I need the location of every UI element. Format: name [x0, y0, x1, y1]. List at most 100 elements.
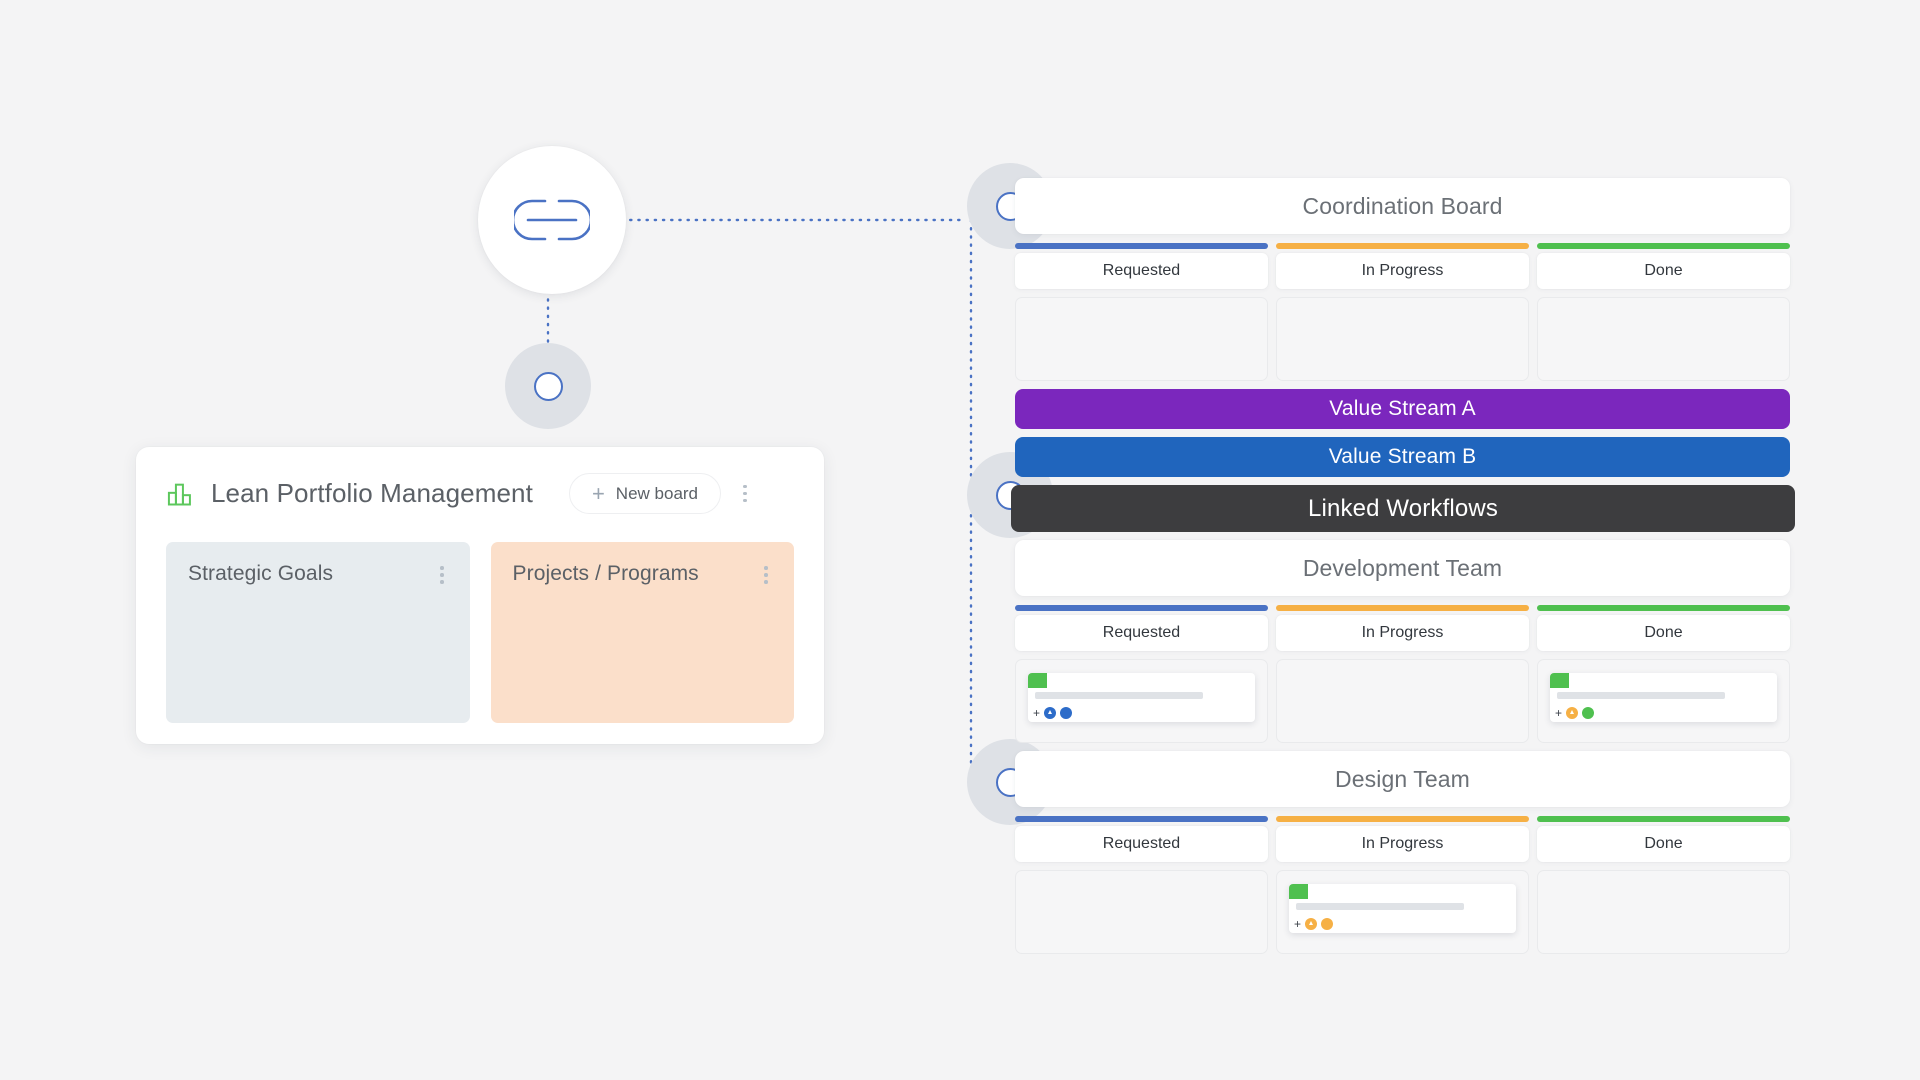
ticket-label-chip	[1550, 673, 1569, 688]
kebab-dot-icon	[743, 498, 747, 503]
column-headers-development-team: Requested In Progress Done	[1015, 615, 1790, 651]
portfolio-column-strategic-goals[interactable]: Strategic Goals	[166, 542, 470, 723]
node-dot-icon	[533, 371, 563, 401]
ticket-text-placeholder	[1296, 903, 1465, 910]
column-accent-bars	[1015, 816, 1790, 822]
column-label: Strategic Goals	[188, 562, 334, 585]
ticket-footer: +	[1289, 914, 1516, 933]
avatar	[1044, 706, 1057, 719]
ticket-footer: +	[1550, 703, 1777, 722]
column-overflow-menu-button[interactable]	[436, 562, 448, 588]
ticket-add-icon[interactable]: +	[1555, 705, 1563, 720]
column-header-requested[interactable]: Requested	[1015, 253, 1268, 289]
add-new-board-button[interactable]: + New board	[568, 473, 722, 514]
accent-in-progress	[1276, 816, 1529, 822]
lane-cell-done[interactable]	[1537, 297, 1790, 381]
portfolio-columns: Strategic Goals Projects / Programs	[136, 514, 824, 723]
ticket-label-chip	[1028, 673, 1047, 688]
column-header-done[interactable]: Done	[1537, 253, 1790, 289]
value-stream-a-label: Value Stream A	[1329, 397, 1476, 420]
kebab-dot-icon	[743, 484, 747, 489]
column-headers-coordination: Requested In Progress Done	[1015, 253, 1790, 289]
kebab-dot-icon	[439, 566, 444, 570]
column-header-requested[interactable]: Requested	[1015, 615, 1268, 651]
page-title: Lean Portfolio Management	[211, 478, 533, 508]
lean-portfolio-management-card: Lean Portfolio Management + New board St…	[136, 447, 824, 744]
lane-cell-requested[interactable]	[1015, 870, 1268, 954]
hub-node[interactable]	[478, 146, 626, 294]
ticket-footer: +	[1028, 703, 1255, 722]
kebab-dot-icon	[764, 566, 768, 570]
ticket-text-placeholder-row	[1289, 899, 1516, 914]
column-headers-design-team: Requested In Progress Done	[1015, 826, 1790, 862]
accent-requested	[1015, 243, 1268, 249]
swimlane-design-team: +	[1015, 870, 1790, 954]
lane-cell-done[interactable]: +	[1537, 659, 1790, 743]
column-label: Projects / Programs	[512, 562, 699, 585]
value-stream-b-label: Value Stream B	[1328, 445, 1477, 468]
ticket-text-placeholder-row	[1550, 688, 1777, 703]
avatar	[1060, 706, 1073, 719]
accent-in-progress	[1276, 243, 1529, 249]
column-header-in-progress[interactable]: In Progress	[1276, 826, 1529, 862]
board-stack: Coordination Board Requested In Progress…	[1011, 178, 1795, 954]
column-header-done[interactable]: Done	[1537, 826, 1790, 862]
value-stream-a-bar[interactable]: Value Stream A	[1015, 389, 1790, 429]
portfolio-column-projects-programs[interactable]: Projects / Programs	[490, 542, 794, 723]
accent-done	[1537, 243, 1790, 249]
link-icon	[514, 199, 590, 241]
kebab-dot-icon	[764, 580, 768, 584]
column-header-requested[interactable]: Requested	[1015, 826, 1268, 862]
lane-cell-in-progress[interactable]	[1276, 659, 1529, 743]
accent-in-progress	[1276, 605, 1529, 611]
kebab-dot-icon	[439, 580, 444, 584]
column-header-in-progress[interactable]: In Progress	[1276, 615, 1529, 651]
accent-done	[1537, 605, 1790, 611]
ticket-card[interactable]: +	[1289, 884, 1516, 933]
avatar	[1566, 706, 1579, 719]
graph-node-secondary[interactable]	[505, 343, 591, 429]
ticket-card[interactable]: +	[1028, 673, 1255, 722]
ticket-card[interactable]: +	[1550, 673, 1777, 722]
card-overflow-menu-button[interactable]	[739, 481, 751, 507]
accent-requested	[1015, 816, 1268, 822]
avatar	[1305, 917, 1318, 930]
value-stream-b-bar[interactable]: Value Stream B	[1015, 437, 1790, 477]
avatar	[1582, 706, 1595, 719]
lane-cell-in-progress[interactable]: +	[1276, 870, 1529, 954]
ticket-text-placeholder	[1035, 692, 1204, 699]
swimlane-coordination	[1015, 297, 1790, 381]
column-header-in-progress[interactable]: In Progress	[1276, 253, 1529, 289]
lane-cell-requested[interactable]	[1015, 297, 1268, 381]
linked-workflows-bar[interactable]: Linked Workflows	[1011, 485, 1795, 532]
ticket-chip-row	[1289, 884, 1516, 899]
column-header-done[interactable]: Done	[1537, 615, 1790, 651]
kebab-dot-icon	[743, 491, 747, 496]
plus-icon: +	[591, 480, 605, 506]
ticket-text-placeholder-row	[1028, 688, 1255, 703]
ticket-add-icon[interactable]: +	[1294, 916, 1302, 931]
avatar	[1321, 917, 1334, 930]
add-new-board-label: New board	[615, 483, 699, 503]
board-title-design-team[interactable]: Design Team	[1015, 751, 1790, 807]
bar-chart-icon	[167, 483, 191, 505]
ticket-chip-row	[1550, 673, 1777, 688]
board-title-coordination[interactable]: Coordination Board	[1015, 178, 1790, 234]
lane-cell-in-progress[interactable]	[1276, 297, 1529, 381]
kebab-dot-icon	[764, 573, 768, 577]
column-accent-bars	[1015, 605, 1790, 611]
lane-cell-done[interactable]	[1537, 870, 1790, 954]
accent-done	[1537, 816, 1790, 822]
ticket-label-chip	[1289, 884, 1308, 899]
kebab-dot-icon	[439, 573, 444, 577]
column-overflow-menu-button[interactable]	[760, 562, 772, 588]
column-accent-bars	[1015, 243, 1790, 249]
card-header: Lean Portfolio Management + New board	[136, 447, 824, 514]
ticket-add-icon[interactable]: +	[1033, 705, 1041, 720]
ticket-chip-row	[1028, 673, 1255, 688]
ticket-text-placeholder	[1557, 692, 1726, 699]
linked-workflows-label: Linked Workflows	[1307, 494, 1499, 522]
lane-cell-requested[interactable]: +	[1015, 659, 1268, 743]
board-title-development-team[interactable]: Development Team	[1015, 540, 1790, 596]
